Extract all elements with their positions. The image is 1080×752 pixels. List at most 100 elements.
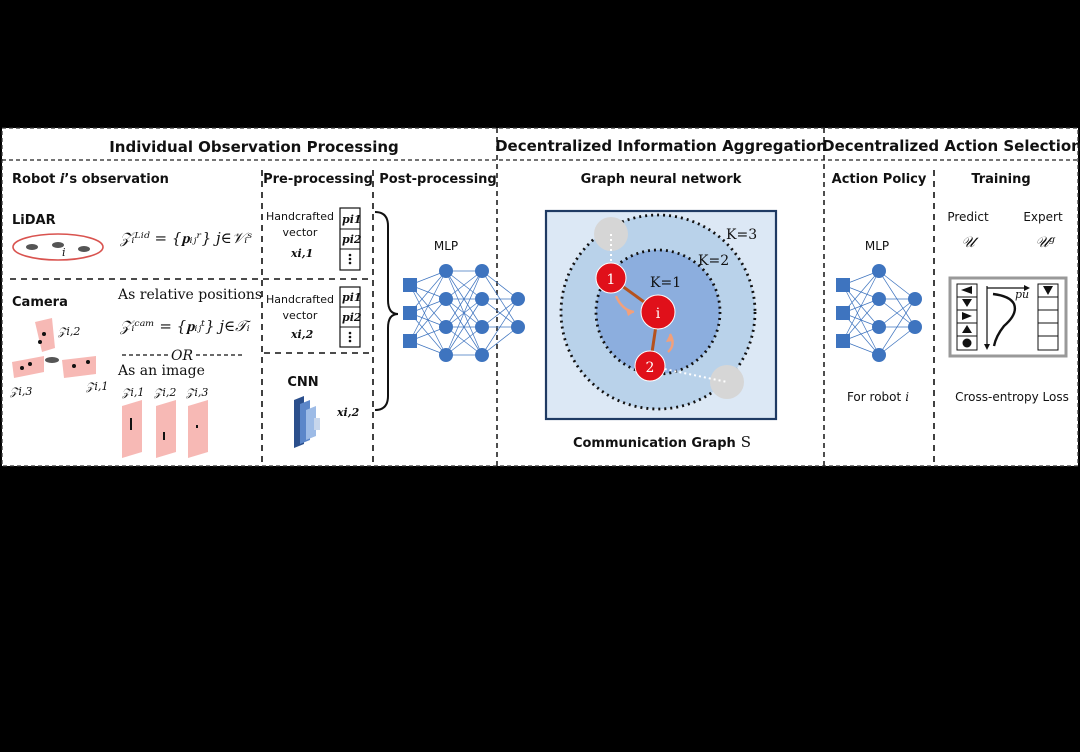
mlp-edge <box>445 270 483 300</box>
mlp-neuron <box>475 292 489 306</box>
mlp-neuron <box>511 320 525 334</box>
mlp-neuron <box>872 348 886 362</box>
mlp-edge <box>481 326 519 356</box>
mlp-neuron <box>872 264 886 278</box>
mlp-edge <box>445 298 483 356</box>
mlp-neuron <box>439 292 453 306</box>
p-i2-t: pi2 <box>342 311 362 324</box>
mlp-edge <box>409 270 447 342</box>
image-z-i3: 𝒵i,3 <box>185 386 208 399</box>
p-i1-t: pi1 <box>342 291 362 304</box>
ug-symbol: 𝒰ᵍ <box>1035 233 1056 251</box>
camera-z-i1-label: 𝒵i,1 <box>85 380 108 393</box>
mlp-neuron <box>475 348 489 362</box>
x-i2-cnn-label: xi,2 <box>336 406 360 419</box>
mlp-neuron <box>475 264 489 278</box>
node-2-label: 2 <box>646 360 655 376</box>
camera-fov-icon <box>12 318 96 378</box>
vector-box-2 <box>339 286 361 348</box>
lidar-ellipse <box>12 233 104 261</box>
handcrafted-label-1: Handcrafted <box>266 210 334 223</box>
as-an-image: As an image <box>117 363 205 379</box>
mlp-input-node <box>836 306 850 320</box>
lidar-robot-icons <box>26 242 90 252</box>
image-z-i2: 𝒵i,2 <box>153 386 176 399</box>
camera-z-i3-label: 𝒵i,3 <box>9 385 32 398</box>
mlp-neuron <box>908 320 922 334</box>
mlp-edge <box>481 298 519 356</box>
figure-panel <box>1 127 1079 467</box>
policy-mlp-network <box>836 264 922 362</box>
mlp-input-node <box>403 278 417 292</box>
postprocessing-header: Post-processing <box>379 172 496 187</box>
cross-entropy-label: Cross-entropy Loss <box>955 390 1069 404</box>
mlp-neuron <box>439 348 453 362</box>
camera-formula: 𝒵ᵢᶜᵃᵐ = {𝐩ᵢⱼᵗ} j∈𝒯ᵢ <box>119 317 251 335</box>
post-mlp-network <box>403 264 525 362</box>
predict-label: Predict <box>947 210 989 224</box>
u-symbol: 𝒰 <box>961 233 979 251</box>
mlp-edge <box>481 298 519 328</box>
node-i-label: i <box>656 306 661 322</box>
camera-z-i2-label: 𝒵i,2 <box>57 325 80 338</box>
cnn-icon <box>294 396 320 448</box>
mlp-edge <box>878 298 916 356</box>
image-z-i1: 𝒵i,1 <box>121 386 144 399</box>
camera-label: Camera <box>12 295 68 310</box>
mlp-edge <box>842 270 880 342</box>
mlp-edge <box>481 270 519 300</box>
gnn-header: Graph neural network <box>581 172 742 187</box>
p-i1-r: pi1 <box>342 213 362 226</box>
merge-brace <box>374 211 399 411</box>
lidar-label: LiDAR <box>12 213 56 228</box>
mlp-edge <box>878 298 916 328</box>
mlp-input-node <box>836 334 850 348</box>
mlp-neuron <box>872 320 886 334</box>
mlp-edge <box>878 326 916 356</box>
mlp-neuron <box>439 320 453 334</box>
preprocessing-header: Pre-processing <box>263 172 373 187</box>
section-title-agg: Decentralized Information Aggregation <box>495 137 827 155</box>
lidar-robot-i: i <box>62 246 66 259</box>
section-title-action: Decentralized Action Selection <box>822 137 1080 155</box>
mlp-edge <box>445 270 483 328</box>
k2-label: K=2 <box>698 253 729 269</box>
robot-observation-header: Robot i’s observation <box>12 172 169 187</box>
gnn-diagram <box>544 209 778 421</box>
node-1-label: 1 <box>607 272 616 288</box>
mlp-neuron <box>475 320 489 334</box>
mlp-input-node <box>836 278 850 292</box>
k3-label: K=3 <box>726 227 757 243</box>
mlp-input-node <box>403 334 417 348</box>
action-policy-header: Action Policy <box>832 172 927 187</box>
p-i2-r: pi2 <box>342 233 362 246</box>
post-mlp-label: MLP <box>434 239 458 253</box>
cnn-label: CNN <box>287 375 318 390</box>
handcrafted-label-2: Handcrafted <box>266 293 334 306</box>
vector-label-2: vector <box>283 309 318 322</box>
or-label: OR <box>171 348 193 364</box>
mlp-edge <box>878 270 916 300</box>
training-panel <box>948 276 1068 358</box>
policy-mlp-label: MLP <box>865 239 889 253</box>
pu-label: pu <box>1015 288 1029 301</box>
x-i2-label: xi,2 <box>290 328 314 341</box>
mlp-neuron <box>511 292 525 306</box>
mlp-neuron <box>439 264 453 278</box>
vector-label-1: vector <box>283 226 318 239</box>
section-title-obs: Individual Observation Processing <box>109 138 399 156</box>
expert-label: Expert <box>1023 210 1063 224</box>
mlp-input-node <box>403 306 417 320</box>
training-header: Training <box>971 172 1030 187</box>
as-relative-positions: As relative positions <box>117 287 262 303</box>
mlp-edge <box>445 270 483 356</box>
mlp-neuron <box>872 292 886 306</box>
camera-images <box>122 400 208 458</box>
mlp-neuron <box>908 292 922 306</box>
x-i1-label: xi,1 <box>290 247 313 260</box>
mlp-edge <box>445 326 483 356</box>
vector-box-1 <box>339 207 361 271</box>
